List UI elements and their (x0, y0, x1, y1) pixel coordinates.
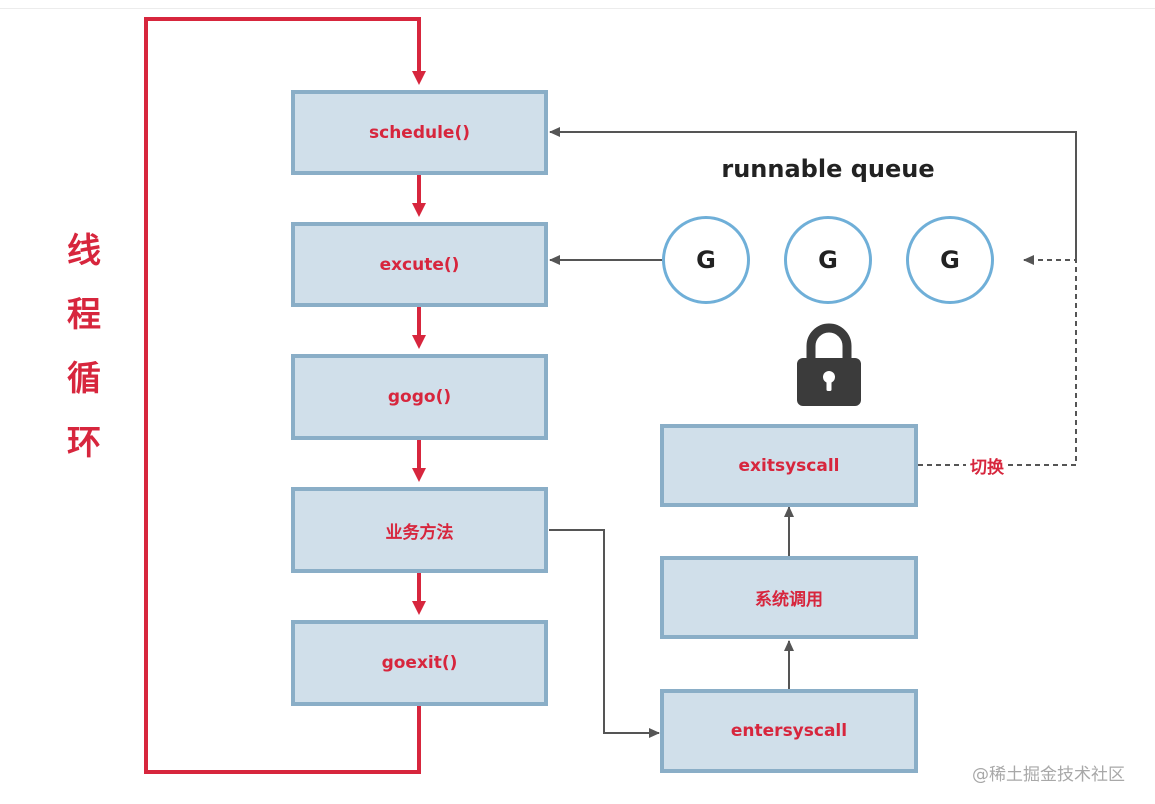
watermark: @稀土掘金技术社区 (972, 765, 1125, 785)
loop-label-char: 循 (67, 359, 101, 399)
loop-label-char: 程 (67, 295, 101, 335)
dashed-switch-line (918, 255, 1077, 466)
runnable-queue-title: runnable queue (721, 155, 935, 183)
execute-box: excute() (291, 222, 548, 307)
goroutine-circle: G (906, 216, 994, 304)
goroutine-circle: G (784, 216, 872, 304)
arrow-queue-to-schedule (549, 127, 1077, 260)
thread-loop-line (144, 17, 426, 774)
syscall-box: 系统调用 (660, 556, 918, 639)
schedule-box: schedule() (291, 90, 548, 175)
lock-icon (797, 323, 861, 406)
switch-label: 切换 (966, 453, 1008, 478)
top-divider (0, 8, 1155, 9)
business-method-box: 业务方法 (291, 487, 548, 573)
gogo-box: gogo() (291, 354, 548, 440)
entersyscall-box: entersyscall (660, 689, 918, 773)
goroutine-circle: G (662, 216, 750, 304)
arrow-business-to-entersyscall (549, 529, 660, 738)
loop-label-char: 环 (67, 423, 101, 463)
exitsyscall-box: exitsyscall (660, 424, 918, 507)
goexit-box: goexit() (291, 620, 548, 706)
loop-label-char: 线 (67, 231, 101, 271)
